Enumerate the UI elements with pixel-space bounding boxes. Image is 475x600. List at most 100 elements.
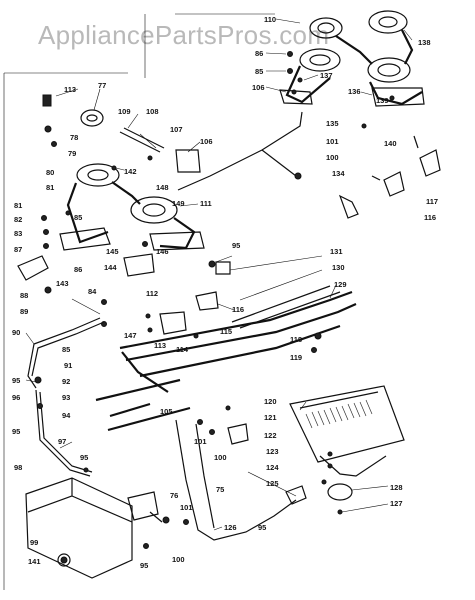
callout-144: 144 (104, 263, 117, 272)
callout-100: 100 (172, 555, 185, 564)
callout-137: 137 (320, 71, 333, 80)
callout-81: 81 (14, 201, 22, 210)
callout-113: 113 (154, 341, 166, 350)
watermark-text: AppliancePartsPros.com (38, 20, 329, 50)
callout-101: 101 (326, 137, 339, 146)
callout-91: 91 (64, 361, 72, 370)
callout-140: 140 (384, 139, 397, 148)
callout-145: 145 (106, 247, 119, 256)
callout-139: 139 (376, 96, 389, 105)
callout-131: 131 (330, 247, 343, 256)
callout-97: 97 (58, 437, 66, 446)
callout-146: 146 (156, 247, 169, 256)
callout-117: 117 (426, 197, 438, 206)
callout-129: 129 (334, 280, 347, 289)
callout-76: 76 (170, 491, 178, 500)
callout-95: 95 (140, 561, 148, 570)
callout-100: 100 (326, 153, 339, 162)
callout-101: 101 (180, 503, 193, 512)
callout-105: 105 (160, 407, 173, 416)
callout-101: 101 (194, 437, 207, 446)
callout-119: 119 (290, 353, 302, 362)
callout-112: 112 (146, 289, 158, 298)
callout-136: 136 (348, 87, 361, 96)
callout-94: 94 (62, 411, 71, 420)
callout-116: 116 (424, 213, 436, 222)
upper-burner-assembly (279, 10, 425, 107)
callout-86: 86 (74, 265, 82, 274)
callout-82: 82 (14, 215, 22, 224)
callout-138: 138 (418, 38, 431, 47)
callout-127: 127 (390, 499, 403, 508)
manifold-tubes (95, 285, 357, 432)
frame-lines (3, 13, 275, 590)
callout-134: 134 (332, 169, 345, 178)
callout-121: 121 (264, 413, 277, 422)
callout-88: 88 (20, 291, 28, 300)
callout-85: 85 (62, 345, 70, 354)
callout-141: 141 (28, 557, 41, 566)
callout-120: 120 (264, 397, 277, 406)
callout-89: 89 (20, 307, 28, 316)
ignition-tube (177, 111, 303, 191)
callout-95: 95 (12, 376, 20, 385)
broiler-burner (225, 385, 405, 515)
upper-valve-group (338, 123, 441, 219)
callout-78: 78 (70, 133, 78, 142)
callout-111: 111 (200, 199, 212, 208)
regulator-box (25, 477, 133, 579)
callout-106: 106 (200, 137, 213, 146)
callout-99: 99 (30, 538, 38, 547)
callout-135: 135 (326, 119, 339, 128)
callout-149: 149 (172, 199, 185, 208)
callout-95: 95 (80, 453, 88, 462)
callout-115: 115 (220, 327, 232, 336)
callout-124: 124 (266, 463, 279, 472)
callout-122: 122 (264, 431, 277, 440)
callout-79: 79 (68, 149, 76, 158)
callout-107: 107 (170, 125, 183, 134)
callout-80: 80 (46, 168, 54, 177)
callout-118: 118 (290, 335, 302, 344)
callout-85: 85 (255, 67, 263, 76)
callout-123: 123 (266, 447, 279, 456)
callout-110: 110 (264, 15, 276, 24)
callout-143: 143 (56, 279, 69, 288)
callout-108: 108 (146, 107, 159, 116)
callout-109: 109 (118, 107, 131, 116)
callout-116: 116 (232, 305, 244, 314)
callout-125: 125 (266, 479, 279, 488)
callout-95: 95 (12, 427, 20, 436)
callout-126: 126 (224, 523, 237, 532)
middle-small-parts (44, 241, 231, 339)
callout-86: 86 (255, 49, 263, 58)
callout-130: 130 (332, 263, 345, 272)
lower-valve-group (127, 419, 297, 549)
callout-81: 81 (46, 183, 54, 192)
callout-95: 95 (232, 241, 240, 250)
callout-96: 96 (12, 393, 20, 402)
callout-106: 106 (252, 83, 265, 92)
callout-84: 84 (88, 287, 97, 296)
callout-100: 100 (214, 453, 227, 462)
callout-98: 98 (14, 463, 22, 472)
callout-85: 85 (74, 213, 82, 222)
callout-labels: 110 138 86 85 137 106 136 139 140 135 10… (12, 15, 438, 570)
callout-87: 87 (14, 245, 22, 254)
callout-128: 128 (390, 483, 403, 492)
callout-83: 83 (14, 229, 22, 238)
callout-148: 148 (156, 183, 169, 192)
callout-90: 90 (12, 328, 20, 337)
main-burner-assembly (17, 94, 205, 281)
callout-147: 147 (124, 331, 137, 340)
callout-95: 95 (258, 523, 266, 532)
callout-77: 77 (98, 81, 106, 90)
callout-114: 114 (176, 345, 189, 354)
callout-93: 93 (62, 393, 70, 402)
callout-142: 142 (124, 167, 137, 176)
callout-92: 92 (62, 377, 70, 386)
callout-113: 113 (64, 85, 76, 94)
callout-75: 75 (216, 485, 224, 494)
leader-lines (25, 18, 413, 531)
